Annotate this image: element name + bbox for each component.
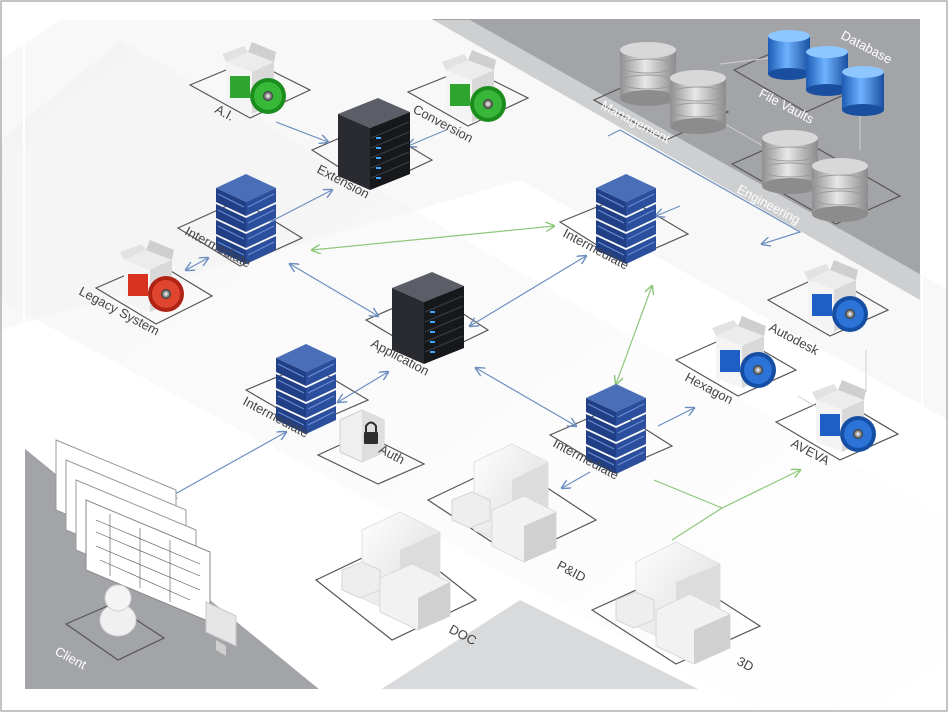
document-sheet-icon xyxy=(55,439,211,623)
ai-node: A.I. xyxy=(213,42,286,124)
block-model-icon xyxy=(341,511,451,631)
file-vault-cylinder-icon xyxy=(768,30,884,116)
three-d-node: 3D xyxy=(615,541,757,674)
software-box-icon xyxy=(804,260,868,332)
block-model-icon xyxy=(615,541,731,665)
software-box-icon xyxy=(442,50,506,122)
three-d-label: 3D xyxy=(735,653,757,674)
software-box-icon xyxy=(712,316,776,388)
software-box-icon xyxy=(120,240,184,312)
monitor-icon xyxy=(205,601,237,656)
padlock-icon xyxy=(339,409,385,463)
connectors xyxy=(168,57,867,541)
software-box-icon xyxy=(812,380,876,452)
database-cylinder-icon xyxy=(619,42,869,222)
software-box-icon xyxy=(222,42,286,114)
client-node: Client xyxy=(53,439,237,672)
doc-node: DOC xyxy=(341,511,479,648)
person-icon xyxy=(99,584,137,637)
block-model-icon xyxy=(451,443,557,563)
